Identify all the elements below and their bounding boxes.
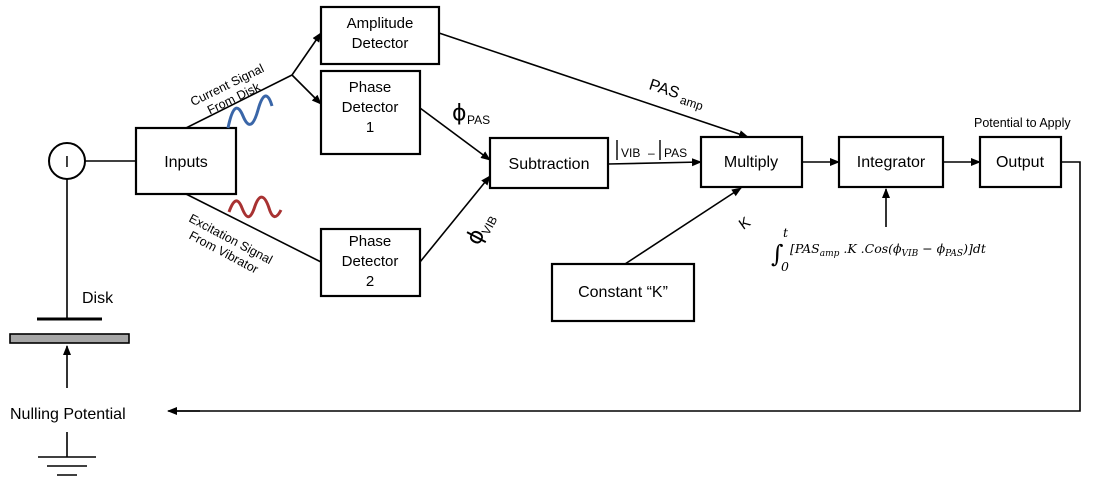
svg-text:–: – bbox=[648, 146, 655, 160]
svg-text:amp: amp bbox=[678, 93, 705, 114]
phase-detector-2-line1: Phase bbox=[349, 233, 392, 250]
constant-k-block bbox=[550, 262, 696, 323]
svg-text:VIB: VIB bbox=[621, 146, 640, 160]
svg-text:ϕ: ϕ bbox=[452, 101, 467, 126]
phase-detector-1-line2: Detector bbox=[342, 99, 399, 116]
phase-detector-2-block bbox=[319, 227, 422, 298]
constant-to-multiply-arrow bbox=[624, 187, 742, 265]
output-block bbox=[978, 135, 1063, 189]
inputs-label: Inputs bbox=[164, 154, 208, 171]
amplitude-detector-line2: Detector bbox=[352, 35, 409, 52]
phase-difference-label: VIB – PAS bbox=[616, 140, 687, 160]
inputs-block bbox=[134, 126, 238, 196]
svg-text:t: t bbox=[783, 225, 789, 240]
subtraction-to-multiply-arrow bbox=[607, 158, 702, 167]
amplitude-detector-line1: Amplitude bbox=[347, 15, 414, 32]
to-amplitude-detector-arrow bbox=[291, 32, 322, 76]
multiply-block bbox=[699, 135, 804, 189]
excitation-signal-wire bbox=[185, 193, 322, 263]
meter-symbol: I bbox=[65, 154, 69, 171]
phase-detector-1-line3: 1 bbox=[366, 119, 374, 136]
integral-formula: ∫ t 0 [PASamp .K .Cos(ϕVIB − ϕPAS)]dt bbox=[771, 225, 987, 274]
nulling-potential-label: Nulling Potential bbox=[10, 406, 126, 423]
current-signal-label: Current Signal From Disk bbox=[188, 61, 266, 117]
phase-detector-2-line2: Detector bbox=[342, 253, 399, 270]
pd1-to-subtraction-arrow bbox=[419, 107, 491, 161]
feedback-wire bbox=[172, 161, 1081, 412]
svg-text:0: 0 bbox=[781, 259, 789, 274]
k-label: K bbox=[736, 214, 754, 234]
svg-text:[PASamp .K .Cos(ϕVIB − ϕPAS)]d: [PASamp .K .Cos(ϕVIB − ϕPAS)]dt bbox=[790, 241, 987, 259]
phi-vib-label: ϕ VIB bbox=[462, 214, 501, 250]
integrator-label: Integrator bbox=[857, 154, 926, 171]
amplitude-detector-block bbox=[319, 5, 441, 66]
svg-text:PAS: PAS bbox=[664, 146, 687, 160]
phase-detector-2-line3: 2 bbox=[366, 273, 374, 290]
svg-text:PAS: PAS bbox=[467, 113, 490, 127]
ground-icon bbox=[38, 432, 96, 476]
potential-to-apply-label: Potential to Apply bbox=[974, 116, 1071, 130]
output-label: Output bbox=[996, 154, 1045, 171]
amplitude-to-multiply-arrow bbox=[438, 32, 749, 138]
excitation-signal-wave-icon bbox=[227, 195, 283, 219]
phase-detector-1-block bbox=[319, 69, 422, 156]
svg-text:∫: ∫ bbox=[771, 240, 784, 268]
multiply-label: Multiply bbox=[724, 154, 778, 171]
current-meter: I bbox=[48, 142, 86, 180]
phase-detector-1-line1: Phase bbox=[349, 79, 392, 96]
pas-amp-label: PAS amp bbox=[647, 77, 705, 114]
disk-label: Disk bbox=[82, 290, 114, 307]
current-signal-wave-icon bbox=[226, 94, 274, 129]
pd2-to-subtraction-arrow bbox=[419, 175, 491, 263]
vibrator-plate bbox=[9, 333, 130, 344]
constant-k-label: Constant “K” bbox=[578, 284, 668, 301]
current-signal-wire bbox=[185, 74, 293, 129]
phi-pas-label: ϕ PAS bbox=[452, 101, 490, 127]
subtraction-label: Subtraction bbox=[509, 156, 590, 173]
excitation-signal-label: Excitation Signal From Vibrator bbox=[187, 211, 275, 276]
svg-text:PAS: PAS bbox=[647, 77, 682, 103]
integrator-block bbox=[837, 135, 945, 189]
to-phase-detector-1-arrow bbox=[291, 74, 322, 105]
subtraction-block bbox=[488, 136, 610, 190]
